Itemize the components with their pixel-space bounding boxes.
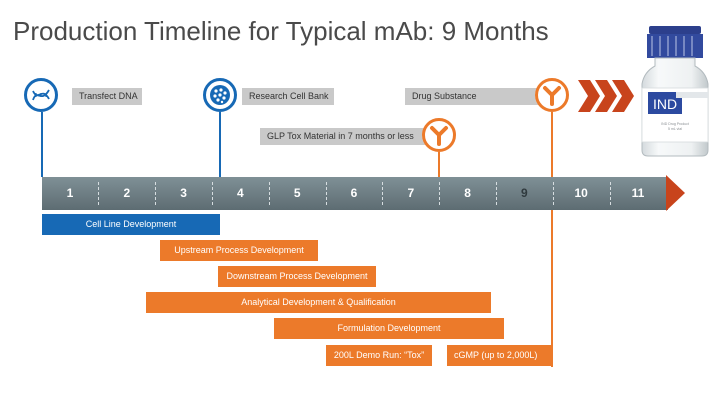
month-divider (212, 182, 213, 205)
analytical-development-bar: Analytical Development & Qualification (146, 292, 491, 313)
month-label: 9 (521, 186, 528, 200)
month-divider (382, 182, 384, 205)
downstream-process-development-bar: Downstream Process Development (218, 266, 376, 287)
month-divider (98, 182, 100, 205)
cells-icon (203, 78, 237, 112)
research-bank-connector-line (219, 111, 221, 177)
vial-small-text: IND Drug Product (661, 122, 689, 126)
research-cell-bank-label: Research Cell Bank (242, 88, 334, 105)
drug-substance-connector-line (551, 111, 553, 367)
demo-run-bar: 200L Demo Run: “Tox” (326, 345, 432, 366)
month-label: 8 (464, 186, 471, 200)
month-divider (609, 182, 611, 205)
month-label: 6 (350, 186, 358, 200)
formulation-development-bar: Formulation Development (274, 318, 504, 339)
cell-line-development-bar: Cell Line Development (42, 214, 220, 235)
transfect-connector-line (41, 111, 43, 177)
month-label: 2 (123, 186, 131, 200)
vial-small-text: 5 mL vial (668, 127, 682, 131)
glp-tox-connector-line (438, 150, 440, 177)
month-label: 7 (407, 186, 415, 200)
month-label: 1 (66, 186, 74, 200)
timeline-arrow-tip (666, 175, 685, 211)
month-label: 11 (631, 186, 645, 200)
month-label: 3 (180, 186, 187, 200)
month-divider (268, 182, 270, 205)
antibody-icon (422, 118, 456, 152)
dna-icon (24, 78, 58, 112)
antibody-icon (535, 78, 569, 112)
month-divider (155, 182, 157, 205)
month-label: 10 (574, 186, 588, 200)
vial-label: IND (653, 96, 677, 112)
page-title: Production Timeline for Typical mAb: 9 M… (13, 16, 549, 46)
glp-tox-label: GLP Tox Material in 7 months or less (260, 128, 428, 145)
transfect-dna-label: Transfect DNA (72, 88, 142, 105)
month-divider (439, 182, 441, 205)
chevron-arrows-icon (578, 80, 634, 112)
month-divider (496, 182, 497, 205)
cgmp-bar: cGMP (up to 2,000L) (447, 345, 553, 366)
drug-substance-label: Drug Substance (405, 88, 541, 105)
month-divider (325, 182, 327, 205)
upstream-process-development-bar: Upstream Process Development (160, 240, 318, 261)
timeline-axis (42, 177, 668, 210)
month-label: 4 (237, 186, 244, 200)
month-label: 5 (293, 186, 301, 200)
ind-vial-icon: IND IND Drug Product 5 mL vial (641, 26, 709, 157)
month-divider (552, 182, 554, 205)
